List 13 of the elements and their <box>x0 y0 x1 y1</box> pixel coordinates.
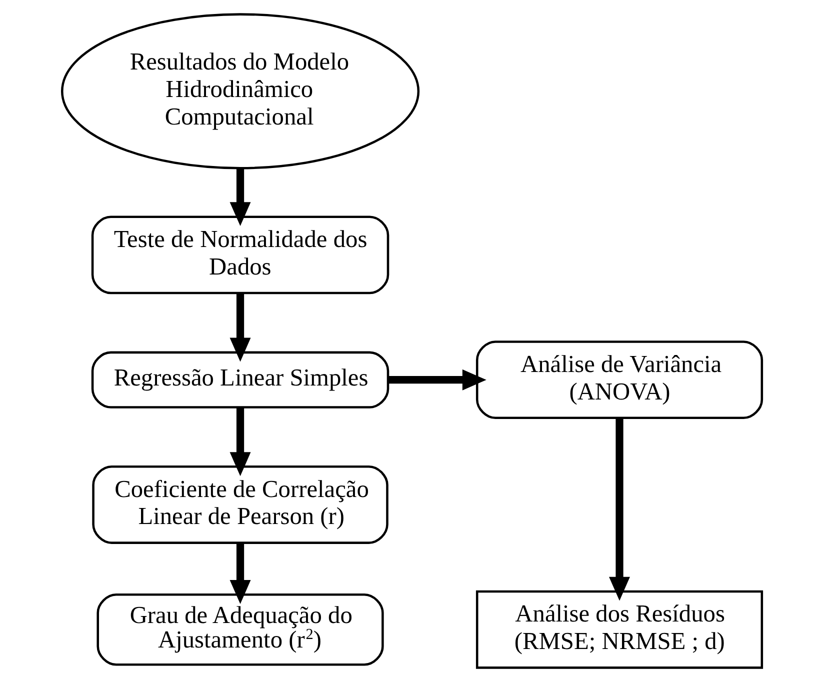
arrow <box>230 542 251 604</box>
node-box: Coeficiente de Correlação Linear de Pearson (r) <box>92 466 388 544</box>
arrow <box>230 293 251 362</box>
arrow <box>609 418 630 601</box>
node-ellipse: Resultados do Modelo Hidrodinâmico Computacional <box>60 13 420 170</box>
node-box: Grau de Adequação do Ajustamento (r$^{2}$) <box>96 593 384 666</box>
node-box: Regressão Linear Simples <box>91 351 390 408</box>
node-box: Análise dos Resíduos (RMSE; NRMSE ; d) <box>476 590 764 669</box>
arrow <box>230 168 251 226</box>
arrow <box>230 408 251 476</box>
node-box: Teste de Normalidade dos Dados <box>91 216 390 294</box>
arrow <box>388 369 486 390</box>
node-box: Análise de Variância (ANOVA) <box>476 340 764 420</box>
